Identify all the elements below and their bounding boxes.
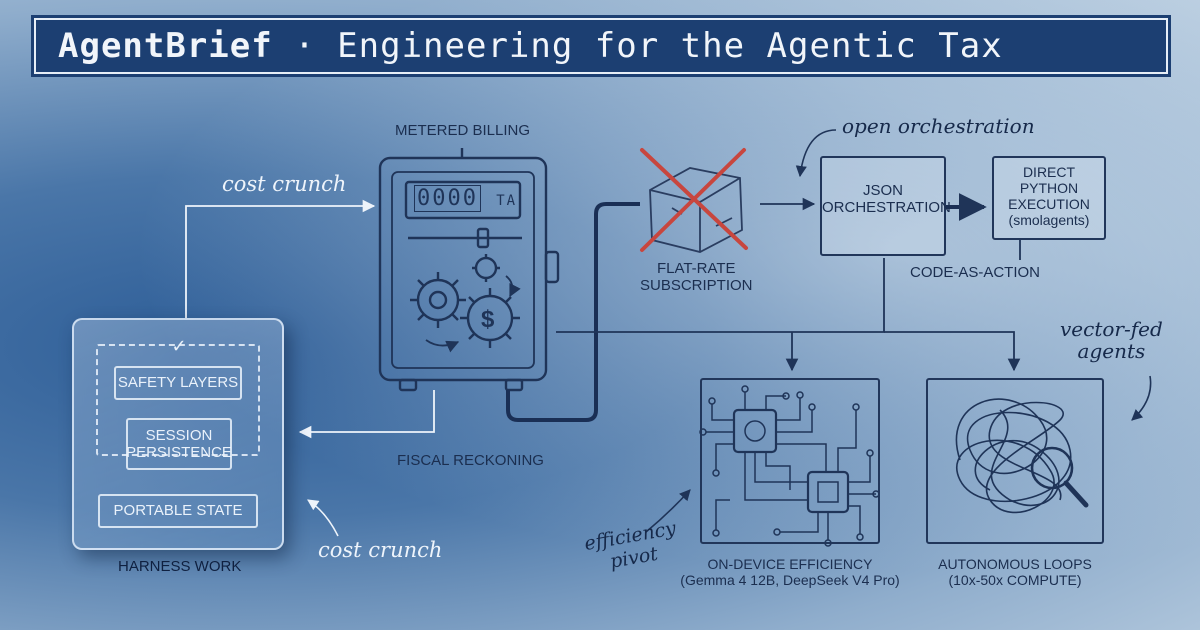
cost-crunch-bottom-note: cost crunch <box>318 538 443 562</box>
split-connector <box>556 238 1021 372</box>
harness-glass-block: ✓ SAFETY LAYERS SESSION PERSISTENCE PORT… <box>72 318 284 550</box>
loops-line2: (10x-50x COMPUTE) <box>948 572 1082 589</box>
session-persistence-box: SESSION PERSISTENCE <box>126 418 232 470</box>
banner-headline: Engineering for the Agentic Tax <box>337 26 1003 66</box>
direct-line2: PYTHON <box>1019 180 1079 197</box>
vector-fed-line1: vector-fed <box>1060 317 1163 341</box>
safety-layers-box: SAFETY LAYERS <box>114 366 242 400</box>
cost-crunch-bottom-arrow <box>307 499 339 537</box>
brand-name: AgentBrief <box>58 26 273 66</box>
meter-icon <box>378 148 560 392</box>
json-line1: JSON <box>862 182 903 199</box>
efficiency-pivot-arrow <box>645 489 691 533</box>
direct-line4: (smolagents) <box>1008 212 1090 229</box>
vector-fed-note: vector-fed agents <box>1060 318 1163 362</box>
cost-crunch-connector <box>185 199 435 439</box>
billing-cable <box>506 202 640 422</box>
flat-rate-line1: FLAT-RATE <box>656 260 736 277</box>
meter-display: 0000 TA <box>414 185 518 212</box>
title-banner: AgentBrief · Engineering for the Agentic… <box>34 18 1168 74</box>
harness-work-label: HARNESS WORK <box>118 558 242 575</box>
meter-digits: 0000 <box>414 185 481 212</box>
banner-title: AgentBrief · Engineering for the Agentic… <box>58 26 1003 66</box>
banner-separator: · <box>294 26 316 66</box>
open-orchestration-arrow <box>795 129 837 178</box>
meter-tail: TA <box>496 193 518 209</box>
code-as-action-label: CODE-AS-ACTION <box>910 264 1041 281</box>
direct-line1: DIRECT <box>1022 164 1076 180</box>
cross-mark <box>640 148 748 252</box>
autonomous-loops-card <box>926 378 1104 544</box>
json-orchestration-box: JSON ORCHESTRATION <box>820 156 951 256</box>
session-line1: SESSION <box>145 426 213 444</box>
chip-circuit-drawing <box>699 385 880 547</box>
flat-rate-line2: SUBSCRIPTION <box>640 277 753 295</box>
flat-rate-label: FLAT-RATE SUBSCRIPTION <box>640 260 753 295</box>
vector-fed-arrow <box>1131 375 1152 421</box>
shield-check-icon: ✓ <box>171 336 187 357</box>
json-line2: ORCHESTRATION <box>822 199 951 217</box>
cost-crunch-top-note: cost crunch <box>222 172 347 196</box>
safety-layers-label: SAFETY LAYERS <box>117 374 239 392</box>
portable-state-box: PORTABLE STATE <box>98 494 258 528</box>
loops-line1: AUTONOMOUS LOOPS <box>938 556 1092 572</box>
metered-billing-label: METERED BILLING <box>395 122 531 139</box>
direct-python-box: DIRECT PYTHON EXECUTION (smolagents) <box>992 156 1106 240</box>
json-box-text: JSON ORCHESTRATION <box>822 182 951 217</box>
dollar-sign-icon: $ <box>481 306 495 333</box>
on-device-line2: (Gemma 4 12B, DeepSeek V4 Pro) <box>680 572 900 589</box>
direct-line3: EXECUTION <box>1008 196 1090 213</box>
vector-fed-line2: agents <box>1077 339 1146 363</box>
crossed-box-icon <box>649 167 743 253</box>
on-device-line1: ON-DEVICE EFFICIENCY <box>707 556 873 572</box>
direct-box-text: DIRECT PYTHON EXECUTION (smolagents) <box>994 164 1104 228</box>
tangle-magnifier-drawing <box>955 398 1089 514</box>
open-orchestration-note: open orchestration <box>842 114 1035 138</box>
session-line2: PERSISTENCE <box>126 444 232 461</box>
portable-state-label: PORTABLE STATE <box>113 502 243 520</box>
fiscal-reckoning-label: FISCAL RECKONING <box>397 452 544 469</box>
harness-dashed-frame <box>96 344 260 456</box>
autonomous-loops-label: AUTONOMOUS LOOPS (10x-50x COMPUTE) <box>915 556 1115 588</box>
on-device-card <box>700 378 880 544</box>
on-device-label: ON-DEVICE EFFICIENCY (Gemma 4 12B, DeepS… <box>640 556 940 588</box>
